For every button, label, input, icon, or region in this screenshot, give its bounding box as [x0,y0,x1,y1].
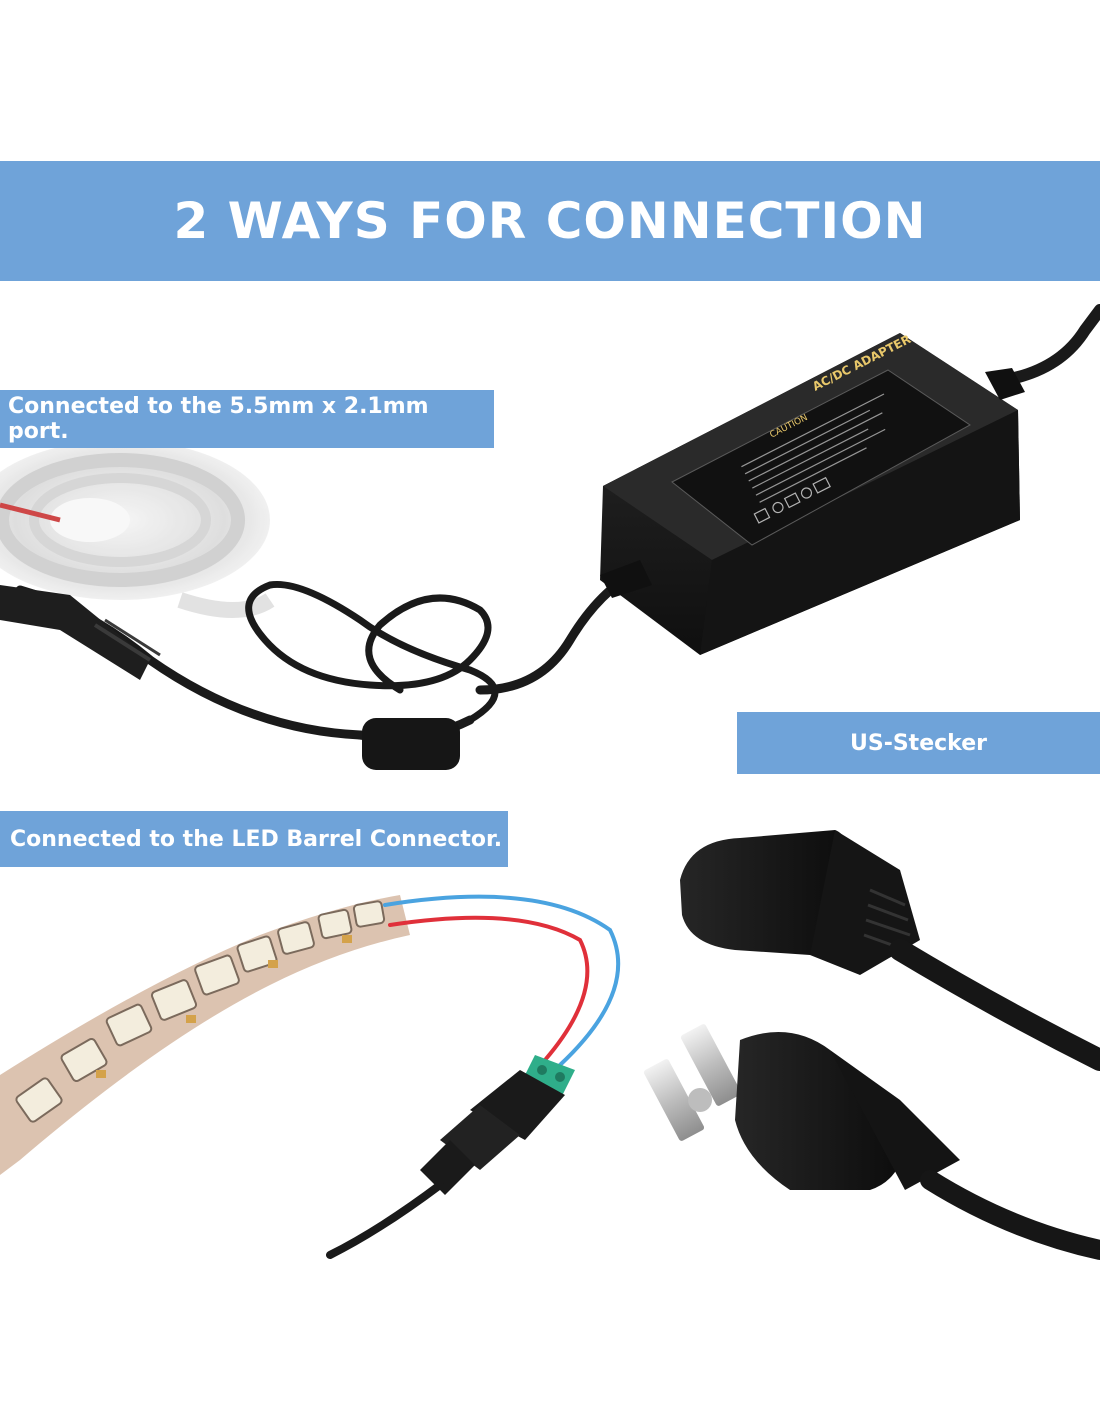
title-banner: 2 WAYS FOR CONNECTION [0,161,1100,281]
us-plug-label: US-Stecker [737,712,1100,774]
ferrite-core [362,718,460,770]
us-plug-text: US-Stecker [850,730,987,756]
us-plug [643,1024,1100,1260]
terminal-wires [383,894,621,1067]
port-connection-text: Connected to the 5.5mm x 2.1mm port. [8,394,429,444]
barrel-connection-label: Connected to the LED Barrel Connector. [0,811,508,867]
dc-plug-top [0,585,161,680]
page-title: 2 WAYS FOR CONNECTION [173,192,927,250]
led-reel [0,440,275,618]
adapter-brick: AC/DC ADAPTER CAUTION [600,332,1025,655]
barrel-connector [326,1055,575,1259]
iec-connector [680,830,1100,1071]
port-connection-label: Connected to the 5.5mm x 2.1mm port. [0,390,494,448]
led-strip [0,895,410,1175]
barrel-connection-text: Connected to the LED Barrel Connector. [10,826,503,852]
